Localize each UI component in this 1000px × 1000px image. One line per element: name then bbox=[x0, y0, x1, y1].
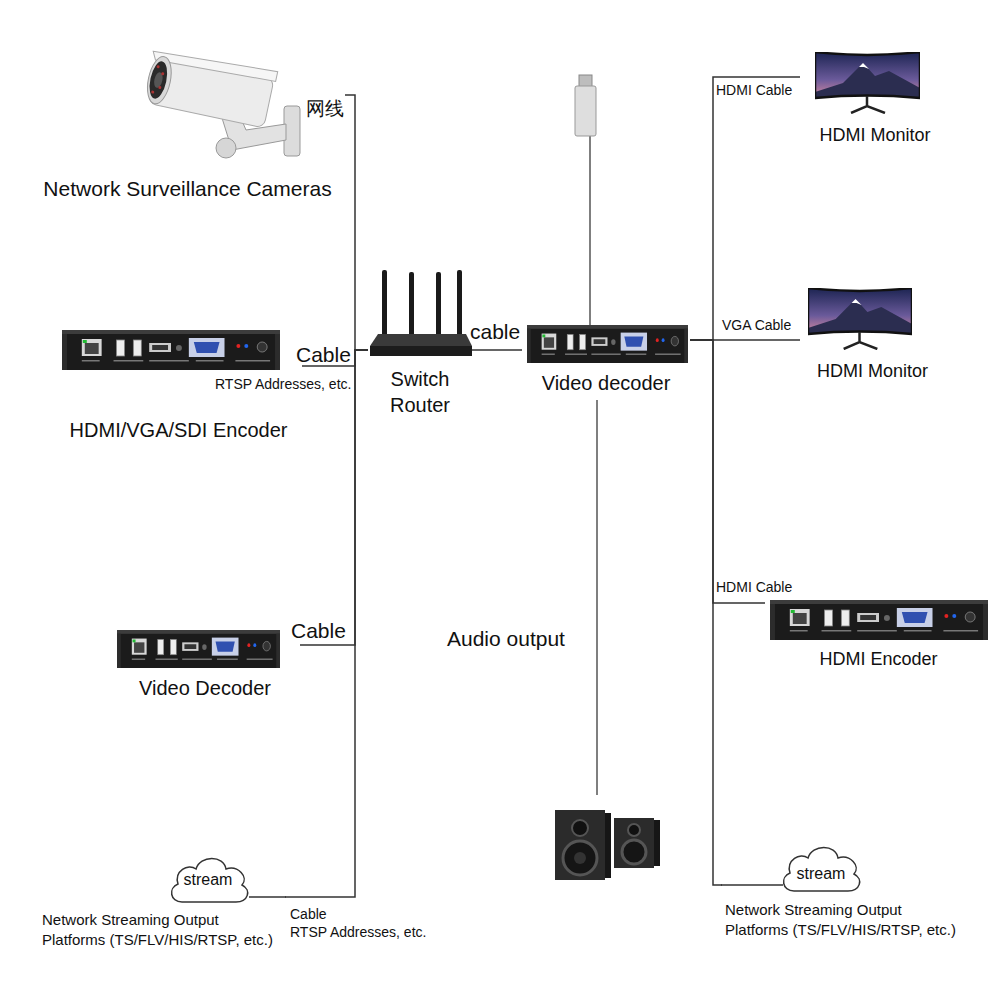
node-label: stream bbox=[780, 864, 862, 885]
cable-label: HDMI Cable bbox=[716, 82, 792, 99]
cable-label: HDMI Cable bbox=[716, 579, 792, 596]
node-label: stream bbox=[168, 870, 248, 891]
antenna bbox=[409, 272, 414, 336]
node-label: Switch Router bbox=[368, 366, 472, 418]
cable-connector bbox=[690, 340, 722, 885]
monitor-node: HDMI Monitor bbox=[800, 48, 950, 150]
speaker-side bbox=[654, 820, 660, 866]
camera-joint bbox=[216, 138, 236, 158]
cable-label: 网线 bbox=[306, 98, 344, 121]
cable-label: VGA Cable bbox=[722, 317, 791, 334]
decoder-node: Video decoder bbox=[522, 320, 690, 396]
cloud-wire bbox=[721, 884, 783, 886]
usb-plug bbox=[579, 75, 592, 87]
camera-node: Network Surveillance Cameras bbox=[30, 45, 345, 210]
cloud-wire bbox=[249, 896, 286, 898]
router-node: Switch Router bbox=[368, 266, 472, 422]
camera-front bbox=[144, 54, 175, 106]
cable-connector bbox=[690, 340, 765, 603]
router-body bbox=[370, 346, 472, 356]
antenna bbox=[436, 272, 441, 336]
router-illustration bbox=[370, 270, 472, 356]
note-label: Audio output bbox=[447, 626, 565, 651]
decoder-illustration bbox=[527, 325, 688, 363]
node-label: HDMI Monitor bbox=[800, 124, 950, 147]
cable-label: cable bbox=[470, 319, 520, 344]
cable-label: Cable bbox=[290, 906, 327, 923]
router-top bbox=[370, 334, 472, 346]
speakers bbox=[555, 810, 660, 880]
ir-led bbox=[151, 90, 155, 94]
woofer-cap bbox=[574, 852, 586, 864]
surveillance-camera bbox=[142, 45, 300, 158]
audio-wire bbox=[596, 400, 598, 795]
cable-connector bbox=[285, 350, 368, 897]
decoder-node: Video Decoder bbox=[110, 625, 300, 700]
usb-stick bbox=[575, 86, 596, 136]
cable-connector bbox=[690, 77, 800, 340]
encoder-illustration bbox=[770, 600, 988, 640]
node-label: Network Streaming Output Platforms (TS/F… bbox=[725, 900, 965, 939]
speaker-box bbox=[555, 810, 605, 880]
node-label: HDMI/VGA/SDI Encoder bbox=[55, 417, 302, 443]
note-label: RTSP Addresses, etc. bbox=[290, 924, 426, 941]
encoder-node: HDMI Encoder bbox=[765, 596, 992, 674]
speaker-box bbox=[614, 818, 654, 868]
cable-label: Cable bbox=[296, 342, 351, 367]
monitor-node: HDMI Monitor bbox=[800, 284, 945, 386]
woofer bbox=[563, 841, 597, 875]
cable-connector bbox=[345, 95, 368, 350]
camera-lens-ring bbox=[147, 60, 171, 100]
node-label: HDMI Encoder bbox=[765, 648, 992, 671]
decoder-illustration bbox=[117, 630, 280, 668]
cable-label: Cable bbox=[291, 618, 346, 643]
stream-node: streamNetwork Streaming Output Platforms… bbox=[40, 850, 285, 952]
usb-wire bbox=[589, 135, 591, 325]
ir-led bbox=[156, 65, 160, 69]
ir-led bbox=[161, 72, 165, 76]
node-label: HDMI Monitor bbox=[800, 360, 945, 383]
antenna bbox=[382, 270, 387, 336]
monitor-illustration bbox=[815, 52, 920, 113]
tweeter bbox=[572, 820, 588, 836]
node-label: Video Decoder bbox=[110, 675, 300, 701]
cable-connector bbox=[300, 350, 368, 645]
stream-node: streamNetwork Streaming Output Platforms… bbox=[722, 838, 965, 946]
cable-connector bbox=[472, 349, 522, 351]
note-label: RTSP Addresses, etc. bbox=[215, 376, 351, 393]
monitor-illustration bbox=[808, 288, 912, 349]
node-label: Video decoder bbox=[522, 370, 690, 396]
node-label: Network Surveillance Cameras bbox=[30, 175, 345, 202]
camera-lens bbox=[153, 71, 164, 88]
tweeter bbox=[628, 824, 640, 836]
camera-housing bbox=[142, 45, 277, 128]
antenna bbox=[457, 270, 462, 336]
woofer bbox=[622, 840, 646, 864]
speaker-side bbox=[605, 813, 611, 878]
encoder-illustration bbox=[62, 330, 280, 370]
ir-led bbox=[158, 86, 162, 90]
node-label: Network Streaming Output Platforms (TS/F… bbox=[42, 910, 282, 949]
